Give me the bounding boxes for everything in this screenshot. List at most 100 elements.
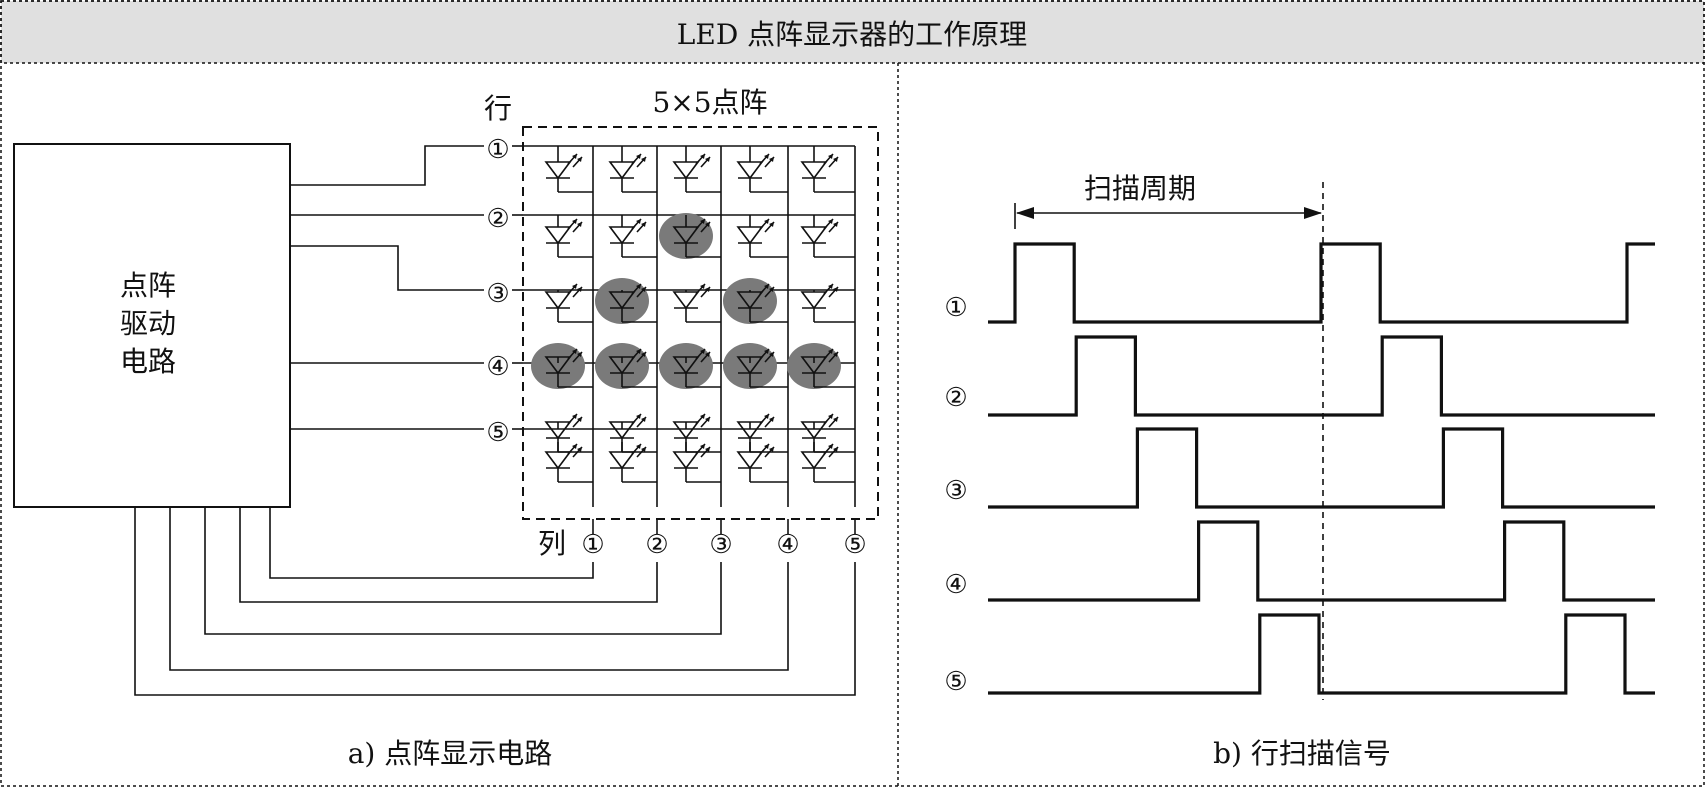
light-arrowhead	[769, 447, 774, 452]
wave-markers: ① ② ③ ④ ⑤	[944, 293, 967, 697]
light-arrowhead	[577, 417, 582, 422]
col-marker-1: ①	[581, 530, 604, 560]
col-marker-4: ④	[776, 530, 799, 560]
led-r1-c3	[672, 146, 721, 193]
scan-wave-row-1	[988, 242, 1655, 324]
diagram-title: LED 点阵显示器的工作原理	[677, 18, 1027, 51]
diode-triangle	[672, 291, 700, 310]
col-wire-2	[239, 507, 658, 603]
diode-triangle	[800, 161, 828, 180]
light-arrowhead	[828, 219, 833, 224]
led-r4-c5	[787, 343, 855, 389]
driver-label-line-1: 点阵	[120, 269, 176, 302]
scan-wave-row-3	[988, 427, 1655, 509]
wave-marker-1: ①	[944, 293, 967, 323]
light-arrowhead	[705, 417, 710, 422]
light-arrowhead	[636, 154, 641, 159]
diode-triangle	[736, 161, 764, 180]
led-r1-c2	[608, 146, 657, 193]
col-wire-4	[169, 507, 789, 671]
wave-marker-5: ⑤	[944, 667, 967, 697]
light-arrowhead	[636, 219, 641, 224]
light-arrowhead	[572, 444, 577, 449]
col-wire-1	[269, 507, 594, 579]
diode-triangle	[544, 291, 572, 310]
wave-marker-4: ④	[944, 570, 967, 600]
wave-marker-3: ③	[944, 476, 967, 506]
light-arrowhead	[641, 447, 646, 452]
matrix-boundary	[522, 126, 879, 520]
light-arrowhead	[764, 414, 769, 419]
light-arrowhead	[828, 154, 833, 159]
diode-triangle	[544, 161, 572, 180]
light-arrowhead	[705, 352, 710, 357]
panel-b: 扫描周期 ① ② ③ ④ ⑤ b) 行扫描信号	[944, 172, 1655, 770]
led-r1-c1	[544, 146, 593, 193]
led-r2-c1	[544, 215, 593, 258]
light-arrowhead	[833, 447, 838, 452]
light-arrowhead	[577, 222, 582, 227]
light-arrowhead	[641, 352, 646, 357]
light-arrowhead	[700, 414, 705, 419]
scan-waves	[988, 242, 1655, 695]
light-arrowhead	[641, 287, 646, 292]
light-arrowhead	[769, 352, 774, 357]
led-r5-c2	[608, 413, 657, 453]
row-axis-label: 行	[484, 92, 512, 125]
col-marker-5: ⑤	[843, 530, 866, 560]
led-r3-c3	[672, 283, 721, 323]
light-arrowhead	[769, 222, 774, 227]
light-arrowhead	[577, 287, 582, 292]
col-marker-3: ③	[709, 530, 732, 560]
row-wiring	[290, 145, 523, 430]
light-arrowhead	[577, 157, 582, 162]
scan-period-label: 扫描周期	[1084, 172, 1196, 205]
led-r4-c3	[659, 343, 721, 389]
led-r6-c4	[736, 442, 788, 483]
light-arrowhead	[572, 284, 577, 289]
col-markers: ① ② ③ ④ ⑤	[581, 530, 866, 560]
light-arrowhead	[833, 287, 838, 292]
led-r5-c3	[672, 413, 721, 453]
light-arrowhead	[636, 444, 641, 449]
light-arrowhead	[572, 414, 577, 419]
light-arrowhead	[769, 287, 774, 292]
light-arrowhead	[769, 157, 774, 162]
scan-wave-row-4	[988, 520, 1655, 602]
led-r2-c2	[608, 215, 657, 258]
light-arrowhead	[705, 222, 710, 227]
led-r4-c4	[723, 343, 788, 389]
led-r2-c4	[736, 215, 788, 258]
led-r1-c5	[800, 146, 855, 193]
led-r6-c5	[800, 442, 855, 483]
light-arrowhead	[577, 352, 582, 357]
diode-triangle	[800, 451, 828, 470]
light-arrowhead	[636, 284, 641, 289]
light-arrowhead	[572, 154, 577, 159]
led-r6-c3	[672, 442, 721, 483]
light-arrowhead	[828, 284, 833, 289]
light-arrowhead	[764, 349, 769, 354]
diode-triangle	[544, 226, 572, 245]
row-wire-3	[290, 245, 484, 291]
light-arrowhead	[641, 222, 646, 227]
col-axis-label: 列	[538, 527, 566, 560]
row-marker-4: ④	[486, 352, 509, 382]
title-bar	[0, 0, 1705, 64]
led-r3-c1	[544, 283, 593, 323]
diode-triangle	[672, 451, 700, 470]
light-arrowhead	[572, 349, 577, 354]
period-arrowhead-left	[1016, 207, 1034, 219]
scan-wave-row-5	[988, 613, 1655, 695]
led-r6-c1	[544, 442, 593, 483]
driver-label-line-2: 驱动	[120, 307, 176, 340]
led-r4-c1	[531, 343, 593, 389]
light-arrowhead	[641, 417, 646, 422]
wave-marker-2: ②	[944, 383, 967, 413]
light-arrowhead	[641, 157, 646, 162]
diode-triangle	[608, 451, 636, 470]
led-r3-c2	[595, 278, 657, 324]
light-arrowhead	[769, 417, 774, 422]
col-wiring	[134, 507, 856, 696]
